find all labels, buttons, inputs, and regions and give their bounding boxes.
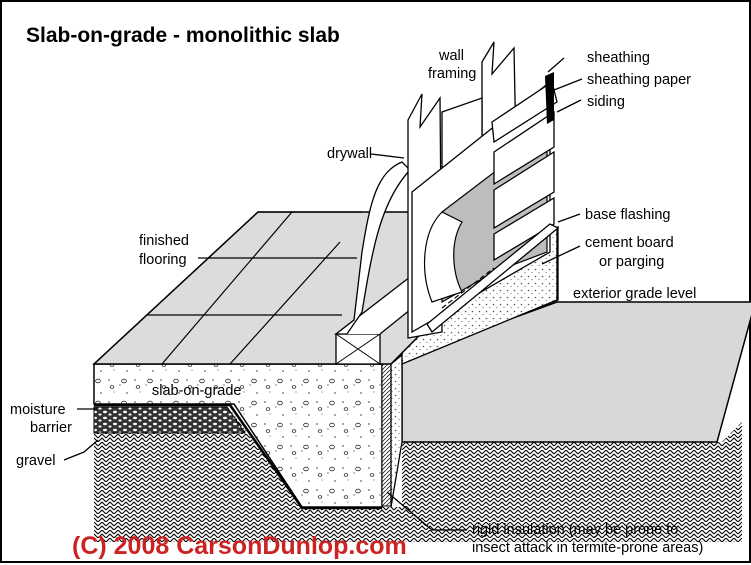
label-gravel: gravel [16,453,56,469]
label-exterior-grade: exterior grade level [573,286,696,302]
earth-outside [402,422,742,472]
label-wall: wall [438,48,464,64]
label-flooring: flooring [139,252,187,268]
label-slab-on-grade: slab-on-grade [152,383,241,399]
drywall-sheet [334,161,411,335]
label-framing: framing [428,66,476,82]
gravel-layer [93,406,246,434]
label-parging: or parging [599,254,664,270]
label-siding: siding [587,94,625,110]
label-moisture: moisture [10,402,66,418]
label-rigid-insulation-1: rigid insulation (may be prone to [472,522,678,538]
rigid-insulation [381,363,392,507]
label-cement-board: cement board [585,235,674,251]
floor-tiles [93,211,362,365]
label-rigid-insulation-2: insect attack in termite-prone areas) [472,540,703,556]
copyright-watermark: (C) 2008 CarsonDunlop.com [72,532,407,560]
moisture-barrier-line [94,403,382,510]
label-finished: finished [139,233,189,249]
leader-lines [63,57,583,531]
base-flashing [426,223,560,333]
earth-below-slab [94,402,742,542]
label-sheathing: sheathing [587,50,650,66]
label-base-flashing: base flashing [585,207,670,223]
label-sheathing-paper: sheathing paper [587,72,691,88]
label-drywall: drywall [327,146,372,162]
diagram-title: Slab-on-grade - monolithic slab [26,24,340,47]
label-barrier: barrier [30,420,72,436]
siding-boards [491,80,558,262]
